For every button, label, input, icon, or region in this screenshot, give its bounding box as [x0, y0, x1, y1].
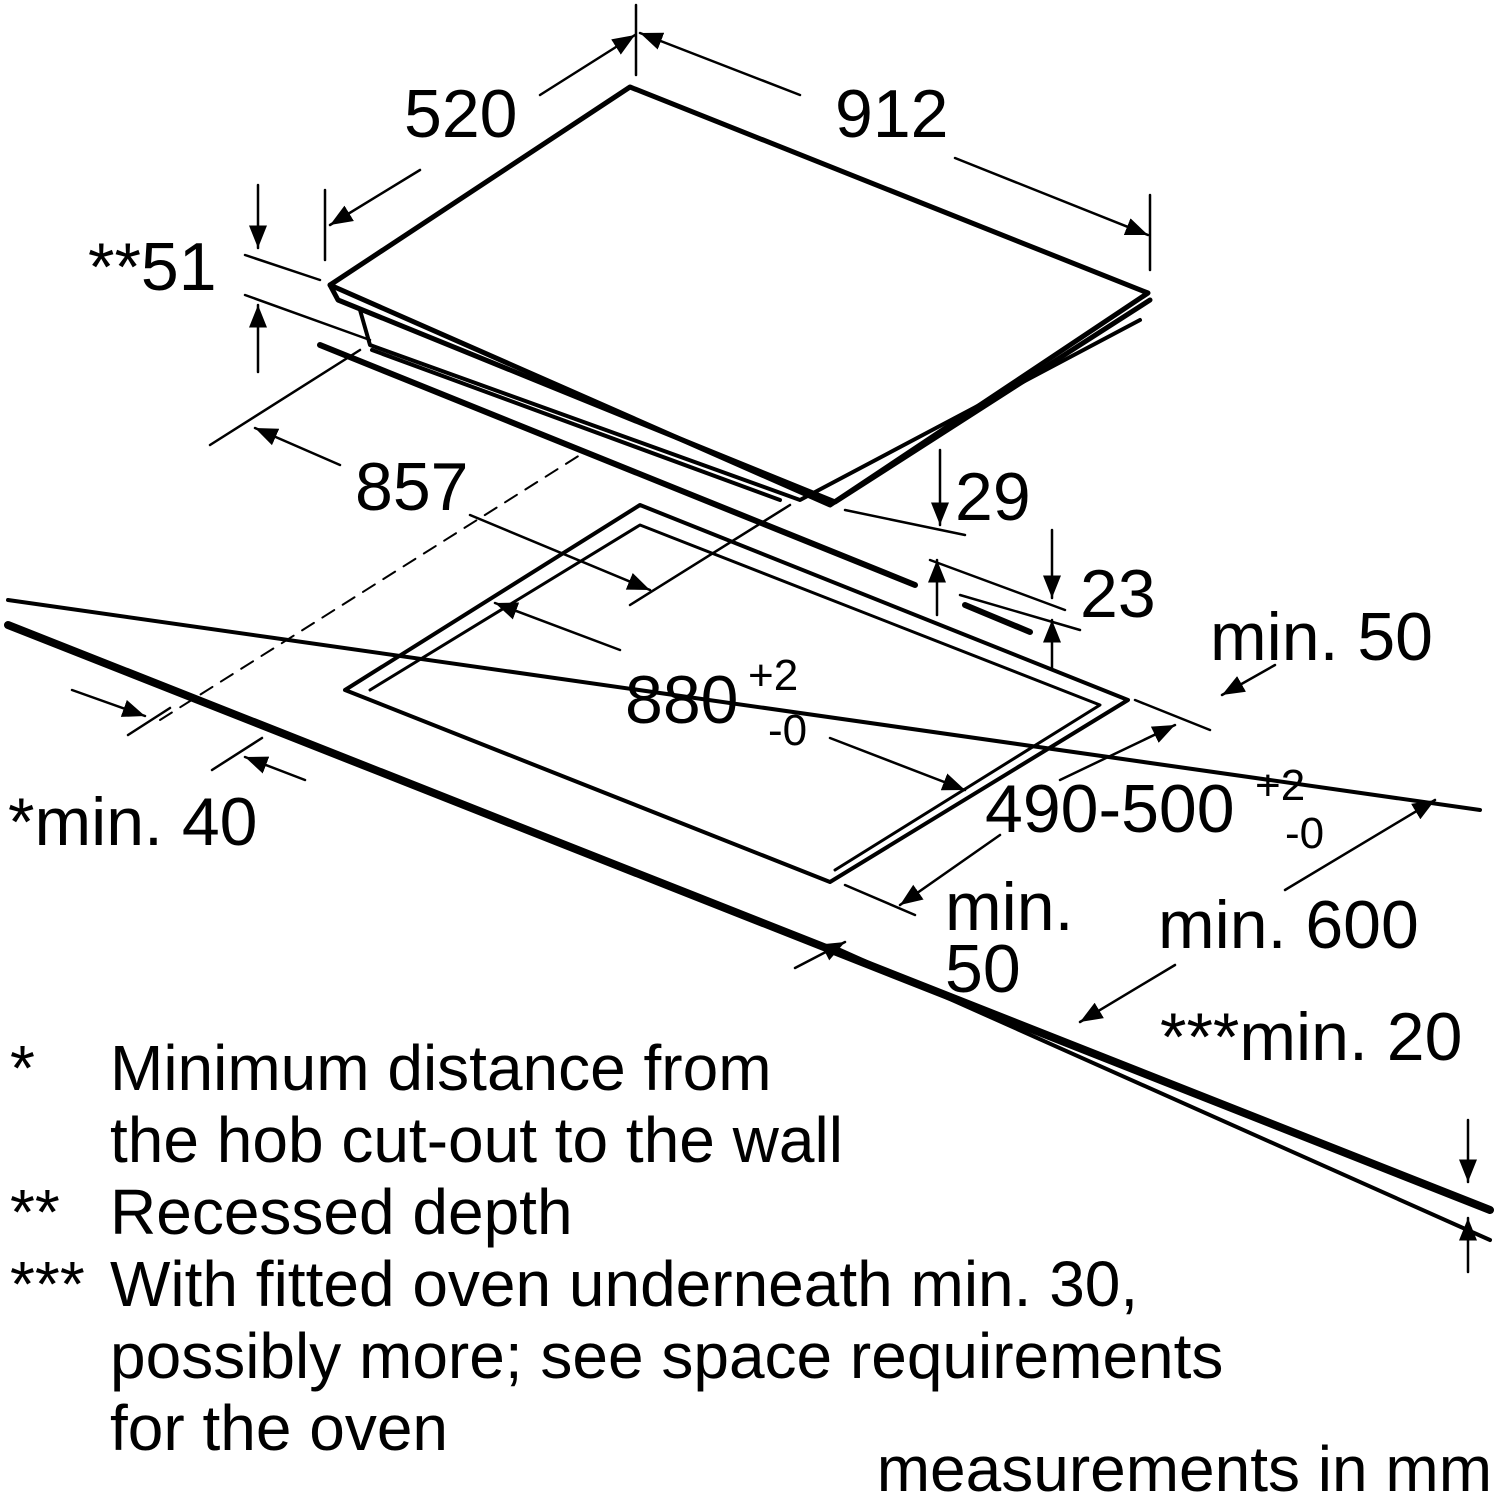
footnote-3: *** With fitted oven underneath min. 30,…	[10, 1248, 1410, 1464]
worktop-front-edge-top	[4, 621, 1494, 1214]
dim-600-arrow-bottom	[1078, 963, 1177, 1024]
label-857: 857	[355, 449, 468, 525]
hob-body	[358, 308, 1142, 502]
footnote-1-line-1: Minimum distance from	[110, 1032, 772, 1104]
hob-top-edge	[327, 282, 1153, 505]
reference-dashed-line	[159, 454, 581, 721]
hob-top-surface	[327, 84, 1151, 508]
dim-min50-front-ext	[843, 883, 917, 917]
label-490-tol-minus: -0	[1285, 809, 1324, 858]
label-490-tol-plus: +2	[1255, 761, 1305, 810]
dim-857-arrow-right	[468, 513, 652, 592]
worktop-front-edge-bottom	[838, 948, 1492, 1242]
footnote-3-line-2: possibly more; see space requirements	[110, 1320, 1224, 1392]
dim-40-ext-right	[210, 736, 264, 772]
dim-40-ext-left	[126, 706, 172, 737]
dim-490-arrow-bottom	[898, 833, 1002, 907]
label-23: 23	[1080, 556, 1156, 632]
label-min-50-front-1: min.	[945, 869, 1073, 945]
dim-880-arrow-right	[828, 736, 967, 792]
dim-23-ext	[928, 558, 1067, 612]
footnote-2: ** Recessed depth	[10, 1176, 910, 1248]
dim-490-arrow-top	[1058, 723, 1177, 782]
label-29: 29	[955, 459, 1031, 535]
label-recessed-51: **51	[88, 229, 217, 305]
label-min-50-front-2: 50	[945, 931, 1021, 1007]
footnote-3-mark: ***	[10, 1248, 85, 1320]
dim-29-ext	[843, 508, 967, 537]
label-880-tol-minus: -0	[768, 706, 807, 755]
dim-880-arrow-left	[493, 601, 622, 652]
label-min-40: *min. 40	[8, 784, 257, 860]
dim-23-ext2	[958, 593, 1082, 632]
label-depth-520: 520	[404, 76, 517, 152]
label-490-500: 490-500	[985, 771, 1235, 847]
footnote-2-mark: **	[10, 1176, 60, 1248]
dim-40-arrow-left	[70, 688, 147, 718]
label-min-50-back: min. 50	[1210, 599, 1433, 675]
worktop-back-edge	[6, 598, 1482, 812]
dim-min50-back-arrow	[1220, 663, 1277, 697]
footnote-3-line-3: for the oven	[110, 1392, 448, 1464]
dim-490-ext	[1133, 698, 1212, 732]
hob-frame-lines-dash	[962, 602, 1033, 635]
label-width-912: 912	[835, 76, 948, 152]
footnote-1-line-2: the hob cut-out to the wall	[110, 1104, 843, 1176]
footnote-2-line-1: Recessed depth	[110, 1176, 573, 1248]
dim-min50-front-arrow	[793, 940, 847, 970]
cutout-outer	[343, 503, 1130, 884]
dim-600-arrow-top	[1283, 798, 1437, 892]
footnote-1-mark: *	[10, 1032, 35, 1104]
footnote-3-line-1: With fitted oven underneath min. 30,	[110, 1248, 1139, 1320]
label-880-tol-plus: +2	[748, 651, 798, 700]
footnote-1: * Minimum distance from the hob cut-out …	[10, 1032, 910, 1176]
dim-40-arrow-right	[243, 755, 307, 782]
label-min-20: ***min. 20	[1160, 999, 1462, 1075]
hob-body-lower	[370, 348, 782, 502]
dim-51-ext-bottom	[243, 293, 372, 342]
units-note: measurements in mm	[876, 1433, 1492, 1505]
dim-520-line	[538, 33, 637, 97]
label-min-600: min. 600	[1158, 887, 1419, 963]
dim-520-line-low	[328, 168, 422, 227]
dim-857-ext	[208, 348, 362, 447]
dim-857-arrow-left	[253, 426, 342, 467]
label-880: 880	[625, 662, 738, 738]
dim-912-line-left	[638, 31, 802, 97]
dim-912-line	[953, 156, 1150, 237]
dim-51-ext-top	[243, 253, 322, 282]
hob-frame-lines	[317, 342, 918, 588]
